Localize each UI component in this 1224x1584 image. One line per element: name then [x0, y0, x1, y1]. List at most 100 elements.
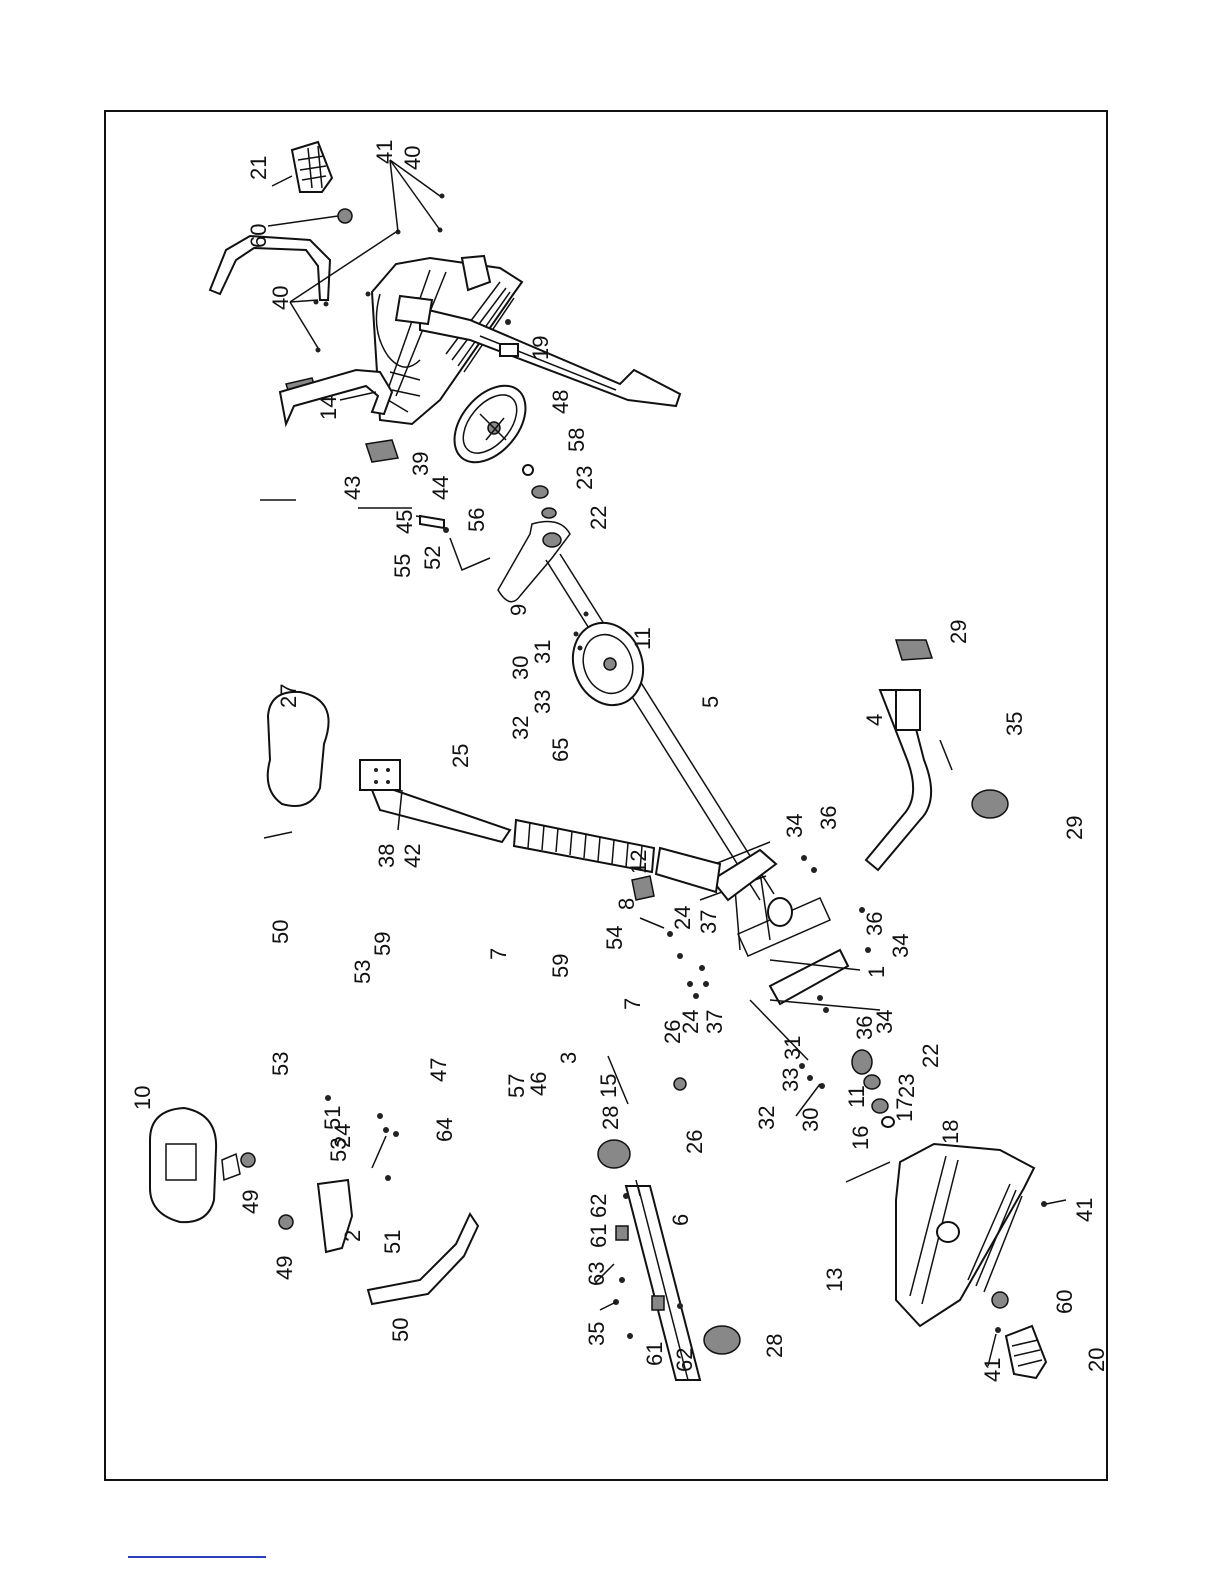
- part-knob-26b: [674, 1078, 686, 1090]
- callout-34b: 34: [888, 934, 913, 958]
- callout-42: 42: [400, 844, 425, 868]
- callout-53a: 53: [350, 960, 375, 984]
- callout-29b: 29: [1062, 816, 1087, 840]
- part-grip-53b: [366, 440, 398, 462]
- callout-41a: 41: [372, 140, 397, 164]
- callout-65: 65: [548, 738, 573, 762]
- callout-54: 54: [602, 926, 627, 950]
- callout-23a: 23: [572, 466, 597, 490]
- callout-22b: 22: [918, 1044, 943, 1068]
- callout-25: 25: [448, 744, 473, 768]
- callout-33a: 33: [530, 690, 555, 714]
- callout-10: 10: [130, 1086, 155, 1110]
- part-seat-post: [360, 760, 510, 842]
- callout-23b: 23: [894, 1074, 919, 1098]
- part-console: [150, 1108, 240, 1222]
- callout-49b: 49: [272, 1256, 297, 1280]
- part-endcap-29a: [896, 640, 932, 660]
- part-shroud-left: [896, 1144, 1034, 1326]
- part-endcap-28a: [598, 1140, 630, 1168]
- callout-7b: 7: [620, 998, 645, 1010]
- callout-31b: 31: [780, 1036, 805, 1060]
- callout-35b: 35: [584, 1322, 609, 1346]
- callout-33b: 33: [778, 1068, 803, 1092]
- callout-41b: 41: [1072, 1198, 1097, 1222]
- callout-62a: 62: [586, 1194, 611, 1218]
- part-screw-61b: [652, 1296, 664, 1310]
- callout-27: 27: [276, 684, 301, 708]
- callout-30b: 30: [798, 1108, 823, 1132]
- callout-53c: 53: [326, 1138, 351, 1162]
- callout-28b: 28: [762, 1334, 787, 1358]
- part-bearing-22a: [543, 533, 561, 547]
- callout-39: 39: [408, 452, 433, 476]
- part-main-frame: [546, 554, 848, 1004]
- callout-55: 55: [390, 554, 415, 578]
- callout-49a: 49: [238, 1190, 263, 1214]
- callout-24a: 24: [670, 906, 695, 930]
- callout-18: 18: [938, 1120, 963, 1144]
- callout-22a: 22: [586, 506, 611, 530]
- callout-5: 5: [698, 696, 723, 708]
- part-endcap-28b: [704, 1326, 740, 1354]
- callout-6: 6: [668, 1214, 693, 1226]
- callout-7a: 7: [486, 948, 511, 960]
- callout-32a: 32: [508, 716, 533, 740]
- callout-61b: 61: [642, 1342, 667, 1366]
- callout-44: 44: [428, 476, 453, 500]
- callout-29a: 29: [946, 620, 971, 644]
- callout-31a: 31: [530, 640, 555, 664]
- callout-24b: 24: [678, 1010, 703, 1034]
- part-knob-8: [632, 876, 654, 900]
- callout-59a: 59: [370, 932, 395, 956]
- callout-60a: 60: [246, 224, 271, 248]
- callout-61a: 61: [586, 1224, 611, 1248]
- part-belt: [498, 522, 570, 602]
- callout-56: 56: [464, 508, 489, 532]
- callout-36c: 36: [852, 1016, 877, 1040]
- callout-50b: 50: [388, 1318, 413, 1342]
- callout-57: 57: [504, 1074, 529, 1098]
- callout-3: 3: [556, 1052, 581, 1064]
- part-bearing-58: [532, 486, 548, 498]
- part-nut-48: [523, 465, 533, 475]
- callout-46: 46: [526, 1072, 551, 1096]
- callout-43: 43: [340, 476, 365, 500]
- callout-32b: 32: [754, 1106, 779, 1130]
- callout-52: 52: [420, 546, 445, 570]
- footer-link-underline: [128, 1556, 266, 1558]
- part-washer-23a: [542, 508, 556, 518]
- callout-26b: 26: [682, 1130, 707, 1154]
- callout-2: 2: [340, 1230, 365, 1242]
- callout-11b: 11: [844, 1085, 869, 1108]
- callout-47: 47: [426, 1058, 451, 1082]
- callout-36a: 36: [816, 806, 841, 830]
- callout-9: 9: [506, 604, 531, 616]
- callout-51b: 51: [380, 1230, 405, 1254]
- callout-37b: 37: [702, 1010, 727, 1034]
- callout-45: 45: [392, 510, 417, 534]
- callout-20: 20: [1084, 1348, 1109, 1372]
- callout-59b: 59: [548, 954, 573, 978]
- callout-37a: 37: [696, 910, 721, 934]
- callout-17: 17: [892, 1098, 917, 1122]
- callout-63: 63: [584, 1262, 609, 1286]
- callout-34a: 34: [782, 814, 807, 838]
- part-seat-tube: [656, 848, 720, 892]
- part-pedal-left: [1006, 1326, 1046, 1378]
- callout-1: 1: [864, 966, 889, 978]
- part-bolt-35a: [940, 740, 952, 770]
- callout-28a: 28: [598, 1106, 623, 1130]
- callout-41c: 41: [980, 1358, 1005, 1382]
- callout-11a: 11: [630, 627, 655, 650]
- callout-36b: 36: [862, 912, 887, 936]
- callout-40b: 40: [268, 286, 293, 310]
- callout-53b: 53: [268, 1052, 293, 1076]
- callout-35a: 35: [1002, 712, 1027, 736]
- callout-50a: 50: [268, 920, 293, 944]
- callout-19: 19: [528, 336, 553, 360]
- callout-30a: 30: [508, 656, 533, 680]
- part-washer-60b: [992, 1292, 1008, 1308]
- callout-62b: 62: [672, 1348, 697, 1372]
